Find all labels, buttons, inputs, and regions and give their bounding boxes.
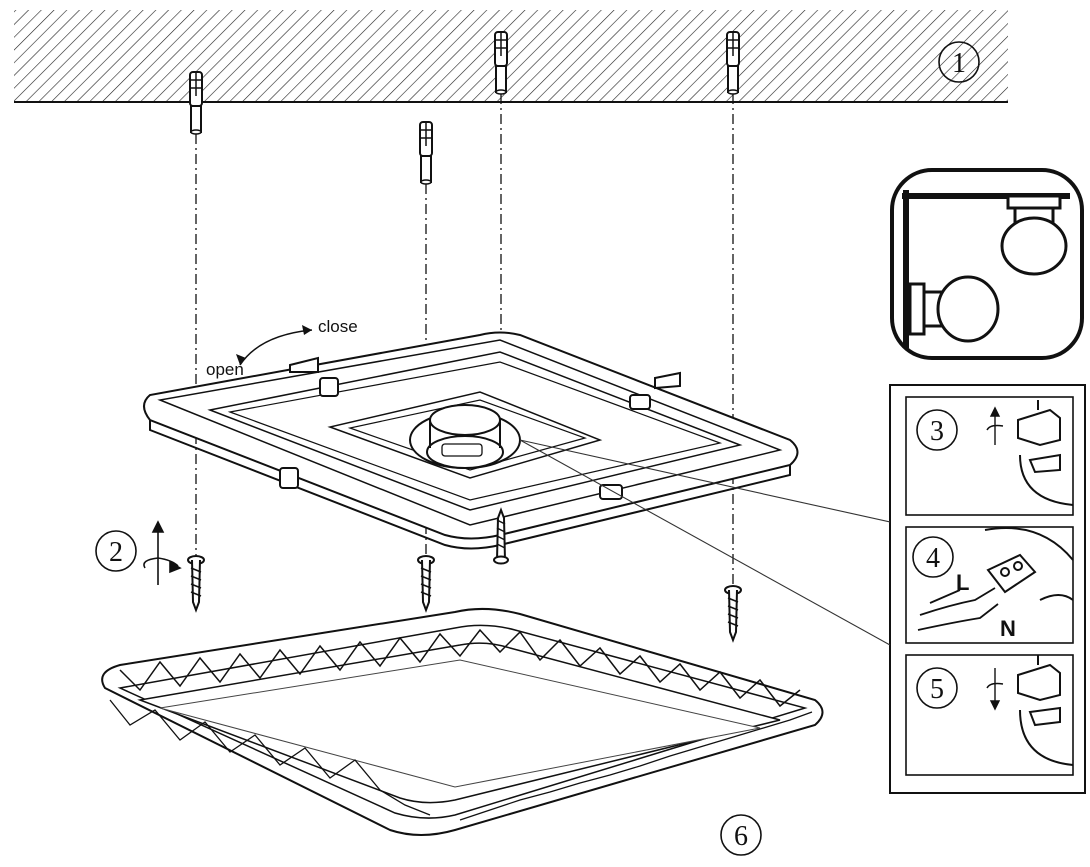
step-5-cover-lock: 5	[916, 655, 1074, 766]
close-label: close	[318, 317, 358, 336]
step-6-marker: 6	[720, 814, 762, 856]
anchor-left	[189, 71, 203, 135]
step-3-number: 3	[930, 416, 944, 447]
step-2-number: 2	[109, 537, 123, 568]
rotate-up-icon	[986, 406, 1004, 445]
bulb-side-icon	[908, 275, 1000, 343]
ceiling	[14, 10, 1008, 103]
step-4-number: 4	[926, 543, 940, 574]
anchor-right	[726, 31, 740, 95]
bulb-detail-inset	[890, 168, 1084, 360]
screw-left	[187, 555, 205, 611]
live-wire-label: L	[956, 570, 969, 595]
screw-center	[417, 555, 435, 611]
step-2-marker: 2	[95, 520, 182, 585]
rotation-hint: close open	[206, 317, 358, 379]
wires-icon	[917, 587, 999, 631]
step-1-marker: 1	[938, 41, 980, 83]
leader-lines	[519, 439, 891, 646]
open-label: open	[206, 360, 244, 379]
screw-right	[724, 585, 742, 641]
rotate-down-icon	[986, 668, 1004, 711]
step-1-number: 1	[952, 48, 966, 79]
neutral-wire-label: N	[1000, 616, 1016, 641]
anchor-center	[419, 121, 433, 185]
diffuser-cover	[101, 607, 824, 836]
step-4-wire-connection: 4 L N	[912, 527, 1074, 641]
step-5-number: 5	[930, 674, 944, 705]
step-6-number: 6	[734, 821, 748, 852]
anchor-mid	[494, 31, 508, 95]
step-3-cover-release: 3	[916, 400, 1074, 506]
bulb-top-icon	[1000, 194, 1068, 276]
wiring-detail-panel	[889, 384, 1086, 794]
terminal-clip-locked-icon	[1017, 655, 1074, 766]
terminal-block-icon	[984, 527, 1074, 601]
rotate-arrow-icon	[143, 520, 182, 585]
terminal-clip-icon	[1017, 400, 1074, 506]
mounting-base-plate	[143, 331, 799, 550]
